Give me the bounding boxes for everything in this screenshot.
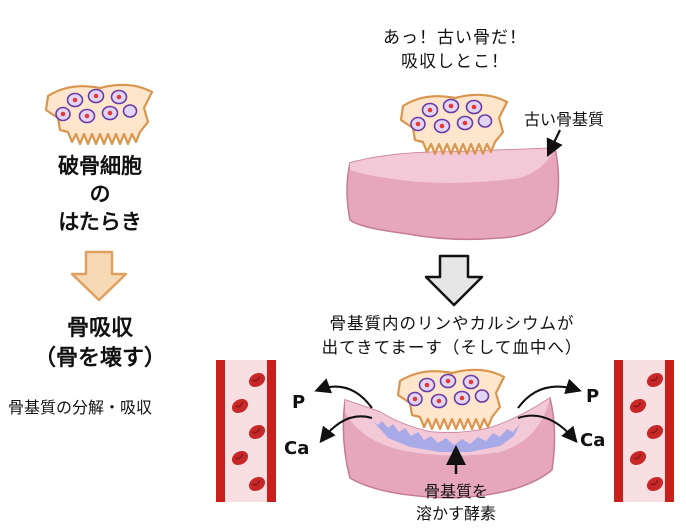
enzyme-zone: [372, 420, 520, 452]
ion-label-p-left: P: [292, 392, 306, 413]
osteoclast-cell-left: [44, 83, 154, 146]
speech-line-1: あっ！古い骨だ！: [383, 28, 527, 48]
enzyme-line-2: 溶かす酵素: [415, 504, 496, 523]
down-arrow-left: [70, 250, 128, 302]
blood-vessel-left: [216, 360, 276, 502]
ion-arrow-ca-right: [517, 414, 578, 444]
osteoclast-cell-top: [399, 93, 509, 156]
speech-text: あっ！古い骨だ！ 吸収しとこ！: [360, 26, 550, 74]
ion-label-ca-left: Ca: [284, 438, 310, 459]
label-pointer-arrow: [546, 129, 563, 157]
title-line-1: 破骨細胞: [58, 154, 142, 178]
ion-arrow-ca-left: [319, 415, 373, 444]
result-line-1: 骨吸収: [66, 316, 133, 341]
ion-arrow-p-right: [517, 378, 582, 409]
blood-vessel-right: [614, 360, 674, 502]
bone-resorption-heading: 骨吸収 （骨を壊す）: [20, 314, 180, 374]
enzyme-label: 骨基質を 溶かす酵素: [396, 481, 516, 525]
title-line-3: はたらき: [58, 210, 142, 234]
ion-arrow-p-left: [314, 378, 373, 409]
osteoclast-function-title: 破骨細胞 の はたらき: [40, 152, 160, 236]
release-line-2: 出てきてまーす（そして血中へ）: [321, 338, 583, 357]
enzyme-line-1: 骨基質を: [423, 482, 488, 501]
ion-label-ca-right: Ca: [580, 430, 606, 451]
old-bone-matrix: [346, 147, 560, 241]
result-line-2: （骨を壊す）: [33, 346, 166, 371]
ion-label-p-right: P: [586, 386, 600, 407]
mineral-release-text: 骨基質内のリンやカルシウムが 出てきてまーす（そして血中へ）: [282, 312, 622, 360]
osteoclast-cell-bottom: [396, 368, 506, 431]
title-line-2: の: [89, 182, 111, 206]
release-line-1: 骨基質内のリンやカルシウムが: [329, 314, 575, 333]
down-arrow-center: [424, 254, 484, 307]
old-matrix-label: 古い骨基質: [524, 110, 605, 129]
speech-line-2: 吸収しとこ！: [401, 52, 509, 72]
bone-matrix-description: 骨基質の分解・吸収: [8, 398, 153, 417]
